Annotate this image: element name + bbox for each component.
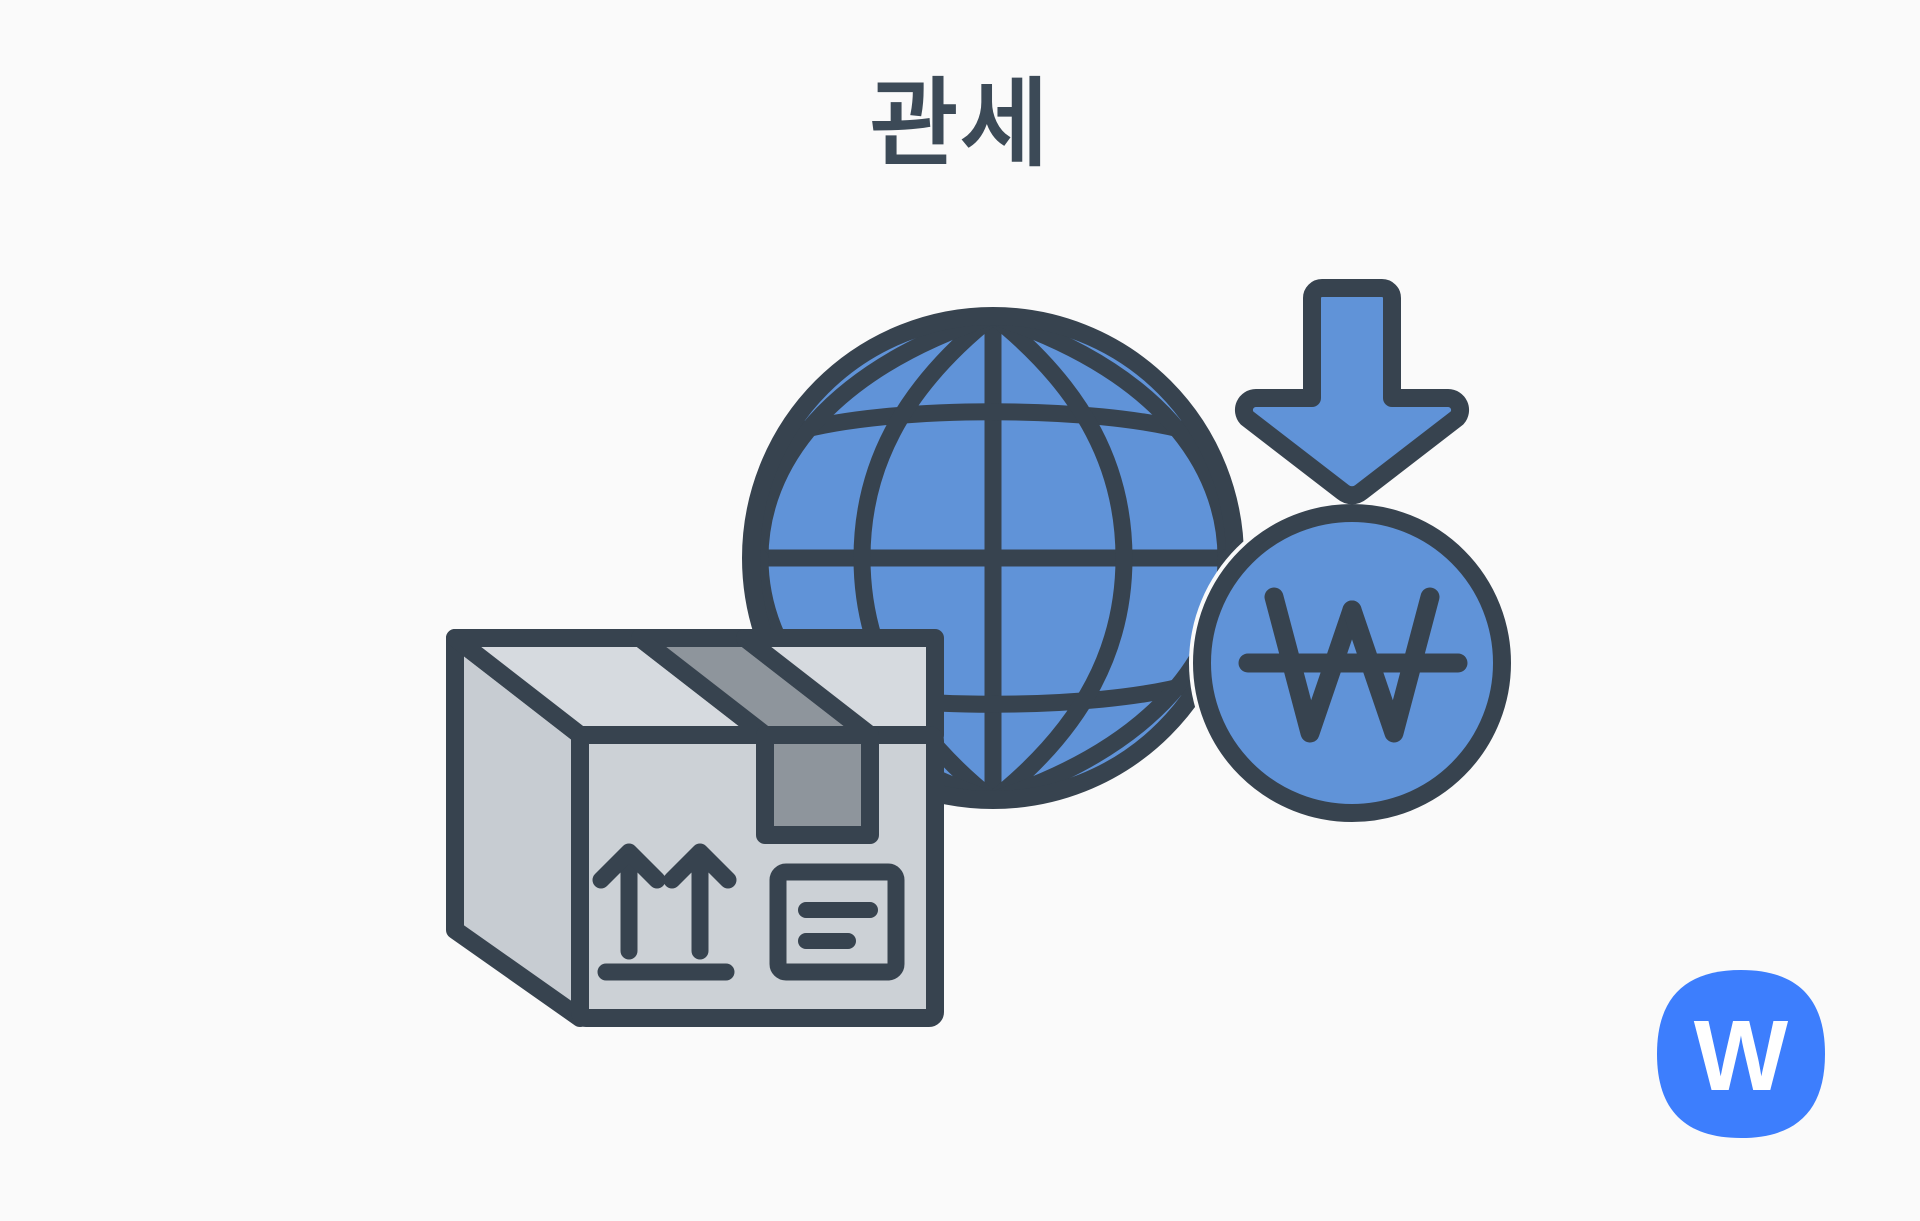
won-coin-icon: [1193, 504, 1511, 822]
shipping-box-icon: [446, 629, 944, 1027]
brand-logo[interactable]: W: [1655, 968, 1827, 1140]
brand-logo-svg: W: [1657, 970, 1825, 1138]
shipping-label-icon: [769, 863, 905, 981]
box-front-tape: [756, 726, 879, 844]
won-symbol-glyph: [1238, 587, 1468, 743]
brand-logo-letter: W: [1694, 1000, 1789, 1112]
page-title: 관세: [869, 71, 1051, 178]
brand-logo-squircle: [1657, 970, 1825, 1138]
this-way-up-arrows-icon: [592, 843, 737, 981]
down-arrow-icon: [1234, 279, 1470, 505]
